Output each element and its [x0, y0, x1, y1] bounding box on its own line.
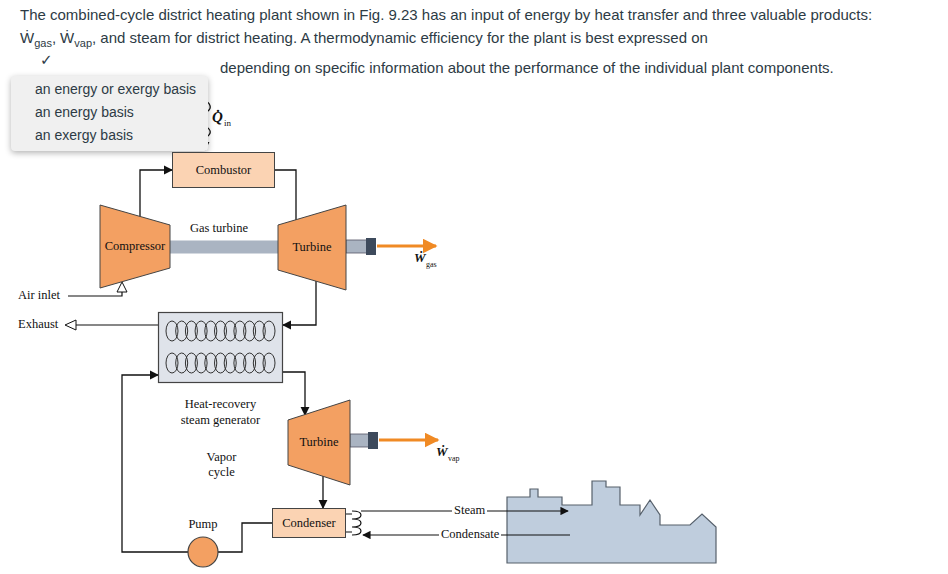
shaft [346, 240, 368, 253]
gas-turbine-shaft [170, 241, 278, 254]
pump-symbol: Pump [188, 517, 218, 568]
diagram-label: Air inlet [18, 288, 60, 303]
coil-loop [263, 321, 275, 341]
diagram-label: Steam [452, 503, 487, 518]
exhaust-line [76, 324, 158, 325]
node-label: Pump [182, 517, 224, 531]
work-arrow [377, 245, 436, 248]
diagram-label: Ẇ [436, 444, 448, 460]
node-label: Heat-recovery steam generator [173, 396, 268, 428]
node-label: Combustor [196, 163, 252, 178]
shaft-coupling [366, 238, 376, 255]
node-label: Turbine [292, 240, 331, 255]
question-text-part: , [52, 29, 56, 46]
turbine-outline [288, 400, 350, 485]
dropdown-menu: an energy or exergy basisan energy basis… [11, 76, 208, 151]
question-text-part: Ẇ [60, 29, 74, 46]
diagram-label: Q̇ [212, 108, 223, 126]
condenser-box: Condenser [272, 508, 346, 538]
flow-line [283, 281, 316, 325]
node-label: Condenser [282, 516, 335, 531]
diagram-label: depending on specific information about … [220, 59, 834, 77]
diagram-label: gas [426, 260, 437, 270]
flow-line [275, 170, 296, 220]
question-text-part: Ẇ [20, 29, 34, 46]
node-label: Compressor [105, 239, 165, 254]
subscript: gas [34, 37, 52, 49]
shaft [350, 434, 370, 447]
diagram-label: Condensate [439, 527, 501, 542]
turbine-shape: Turbine [278, 205, 346, 290]
diagram-label: ✓ [40, 51, 53, 69]
turbine-outline [278, 205, 346, 290]
hrsg-box: Heat-recovery steam generator [158, 312, 283, 432]
compressor-outline [100, 205, 170, 288]
diagram-label: Gas turbine [190, 221, 248, 236]
work-arrow [379, 439, 438, 442]
air-inlet-line [68, 291, 122, 296]
flow-line [140, 170, 172, 217]
menu-option: an exergy basis [35, 124, 208, 147]
city-buildings [507, 481, 716, 563]
subscript: vap [74, 37, 92, 49]
hrsg-outline [159, 313, 283, 383]
pump-circle [188, 537, 218, 567]
box-outline [173, 153, 275, 188]
flow-line [218, 523, 272, 552]
question-text: The combined-cycle district heating plan… [20, 3, 940, 49]
diagram-label: in [224, 118, 231, 129]
diagram-label: vap [448, 454, 460, 464]
exhaust-arrowhead [65, 320, 76, 330]
combustor-box: Combustor [172, 152, 275, 188]
flow-line [283, 372, 305, 415]
menu-option: an energy or exergy basis [35, 78, 208, 101]
box-outline [273, 509, 346, 538]
compressor-shape: Compressor [100, 205, 170, 288]
flow-line [122, 375, 188, 552]
condenser-coil [346, 511, 361, 535]
flow-line [322, 476, 323, 508]
menu-option: an energy basis [35, 101, 208, 124]
node-label: Turbine [299, 435, 338, 450]
turbine-shape: Turbine [288, 400, 350, 485]
question-text-part: , and steam for district heating. A ther… [92, 29, 708, 46]
shaft-coupling [368, 432, 378, 449]
diagram-label: Ẇ [414, 250, 426, 266]
diagram-label: Exhaust [18, 317, 58, 332]
inlet-arrowhead [117, 282, 127, 292]
question-text-part: The combined-cycle district heating plan… [20, 6, 872, 23]
diagram-label: Vapor cycle [199, 450, 244, 480]
coil-loop [263, 353, 275, 373]
